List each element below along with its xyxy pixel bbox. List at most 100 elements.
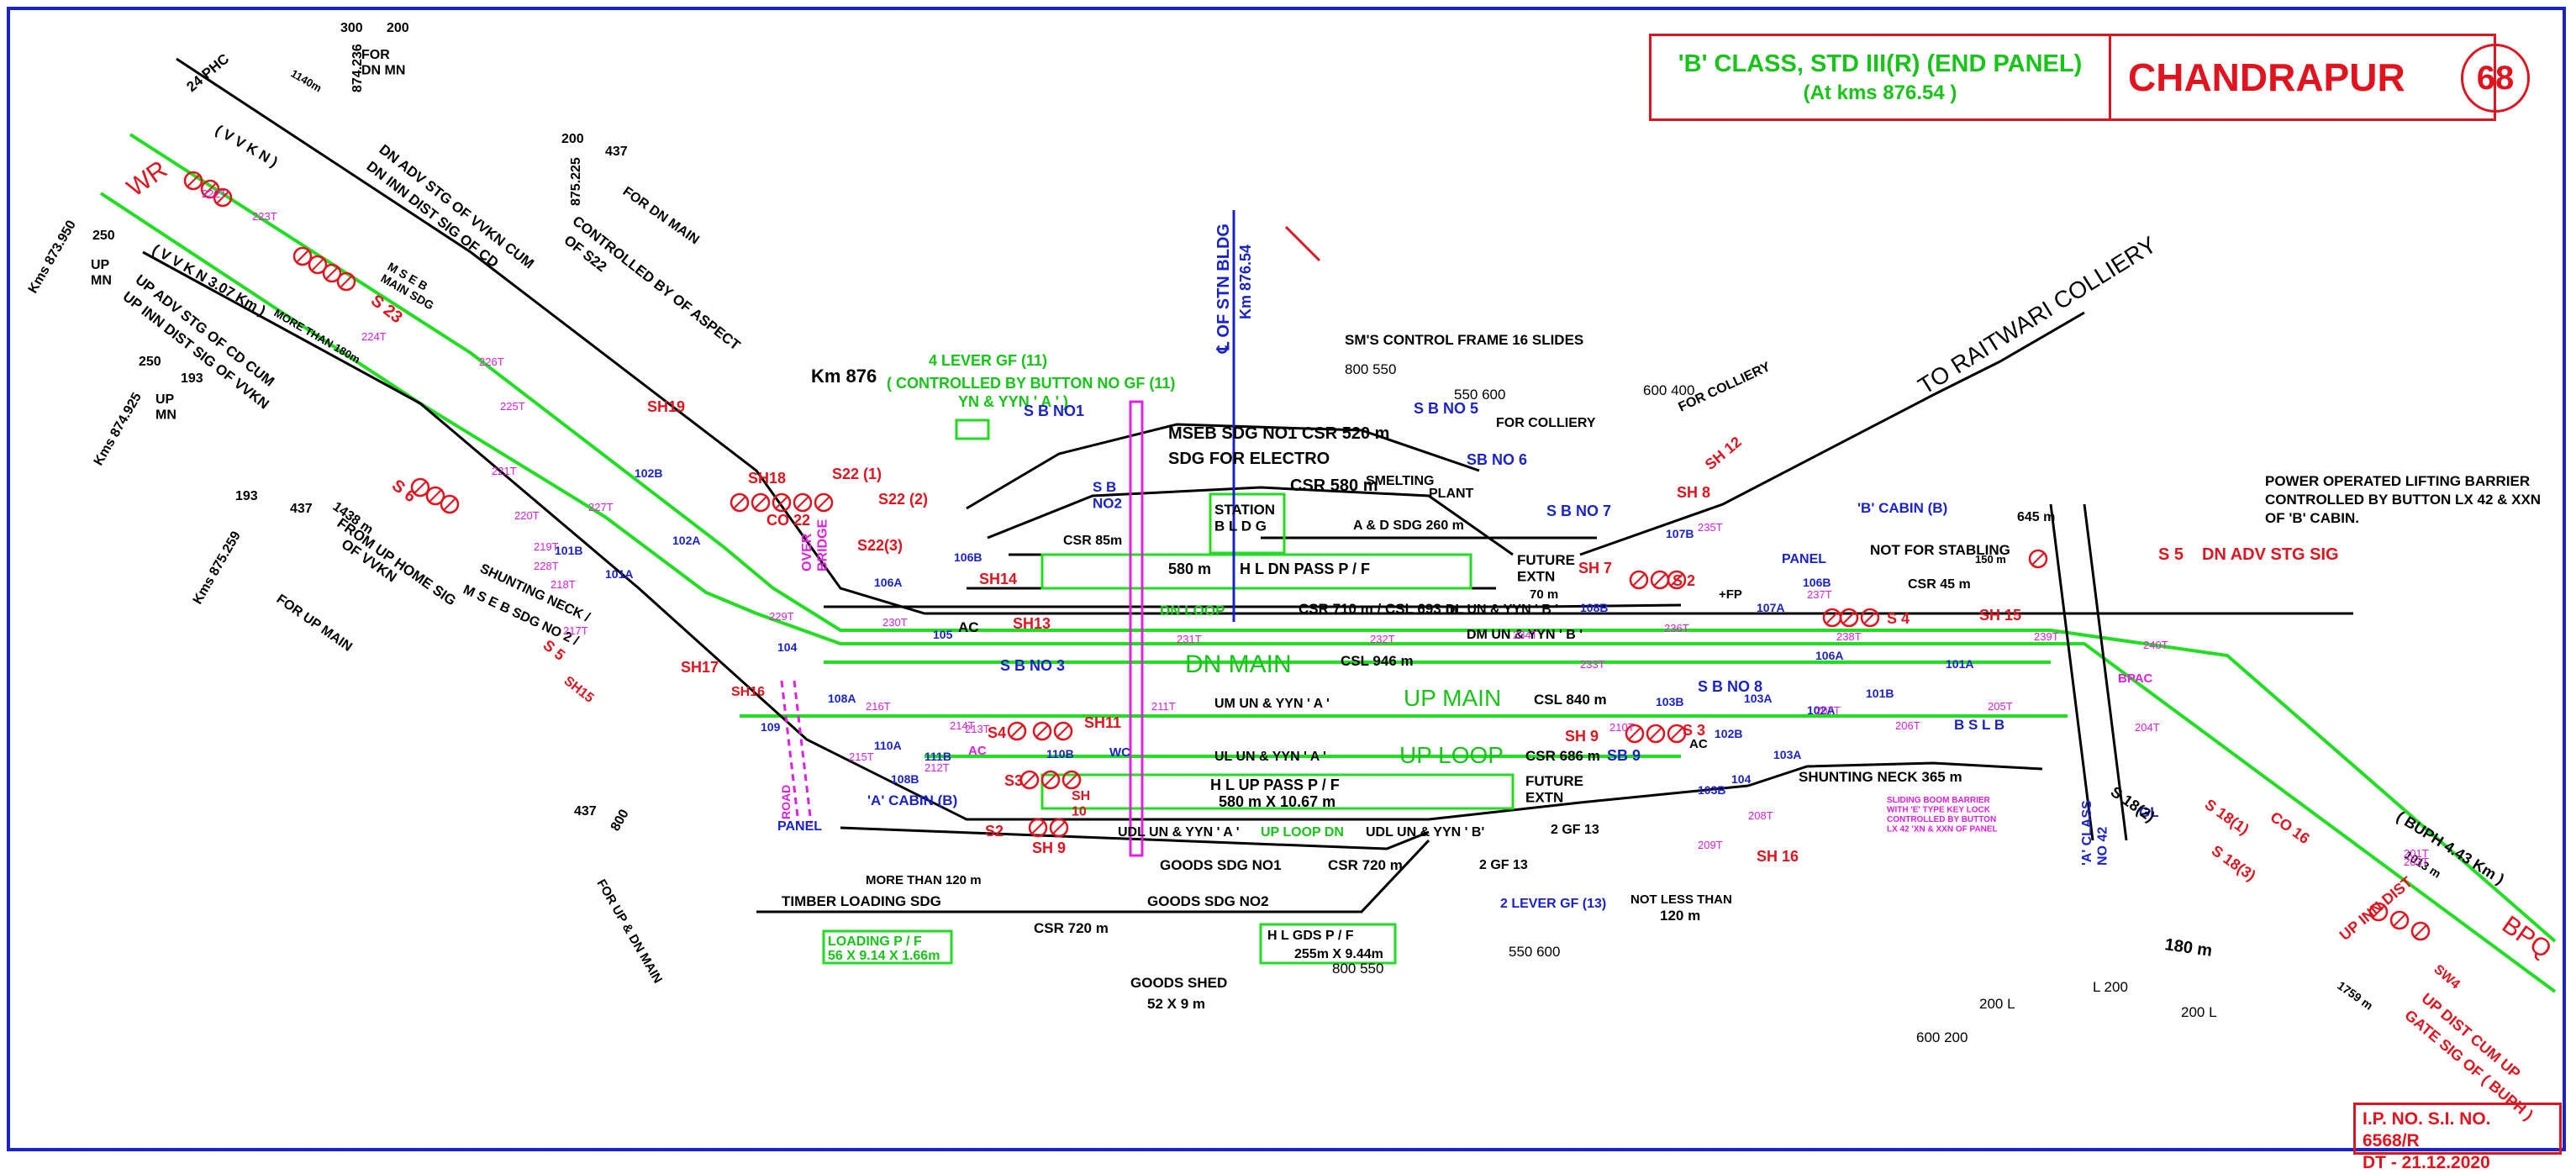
signal-head-icon: [1667, 724, 1687, 744]
signal-s22-1: S22 (1): [832, 466, 882, 482]
hl-dn-len-label: 580 m: [1168, 561, 1211, 577]
signal-head-icon: [1646, 724, 1666, 744]
signal-head-icon: [730, 492, 750, 513]
signal-sh17: SH17: [681, 659, 719, 676]
signal-head-icon: [440, 494, 460, 514]
north-arrow: [1284, 225, 1321, 262]
signal-s2: S2: [985, 823, 1004, 840]
sm-frame-label: SM'S CONTROL FRAME 16 SLIDES: [1345, 332, 1583, 348]
signal-s5r: S 5: [2158, 545, 2184, 564]
track-circuit-label: 220T: [514, 509, 540, 522]
point-number: 101A: [1946, 657, 1973, 671]
signal-head-slash: [733, 496, 746, 509]
dim-600-400: 600 400: [1643, 382, 1694, 398]
signal-head-slash: [1649, 727, 1662, 740]
station-name: CHANDRAPUR: [2128, 55, 2405, 99]
dim-800-550: 800 550: [1345, 361, 1396, 377]
d1140-label: 1140m: [289, 67, 324, 95]
track-circuit-label: 206T: [1895, 719, 1920, 732]
wc-label: WC: [1109, 745, 1130, 760]
from-up-home-label: FROM UP HOME SIG: [335, 515, 459, 609]
point-number: 108B: [1580, 601, 1608, 614]
signal-head-icon: [1019, 770, 1040, 790]
track-circuit-label: 221T: [492, 465, 517, 477]
signal-head-slash: [775, 496, 788, 509]
signal-head-icon: [772, 492, 792, 513]
signal-sh7: SH 7: [1578, 560, 1612, 576]
signal-sh15-l: SH15: [561, 674, 597, 706]
ac-label-2: AC: [968, 744, 987, 758]
d193b-label: 193: [235, 489, 258, 503]
signal-head-icon: [1049, 818, 1069, 838]
track-circuit-label: 240T: [2143, 639, 2168, 651]
gf13b-label: 2 GF 13: [1551, 823, 1599, 837]
lever-gf-label: 4 LEVER GF (11): [929, 352, 1047, 369]
signal-head-slash: [1670, 727, 1683, 740]
ip-date: DT - 21.12.2020: [2363, 1153, 2490, 1172]
dn-loop-label: DN LOOP: [1160, 603, 1225, 619]
point-number: 101B: [1866, 687, 1894, 700]
signal-head-icon: [1667, 570, 1687, 590]
signal-head-icon: [1040, 770, 1061, 790]
signal-head-slash: [1632, 573, 1646, 587]
for-dn-main-label: FOR DN MAIN: [620, 184, 702, 247]
point-number: 106B: [954, 550, 982, 564]
signal-co22: CO 22: [766, 512, 810, 529]
km-note: (At kms 876.54 ): [1803, 81, 1957, 104]
signal-head-slash: [325, 266, 339, 280]
signal-sh14: SH14: [979, 571, 1017, 587]
csl-840-label: CSL 840 m: [1534, 692, 1607, 708]
d1759-label: 1759 m: [2335, 978, 2375, 1012]
signal-head-slash: [754, 496, 767, 509]
sb-no5-label: S B NO 5: [1414, 400, 1478, 417]
more-120-label: MORE THAN 120 m: [866, 873, 982, 887]
km876-label: Km 876: [811, 366, 877, 387]
signal-head-icon: [336, 271, 356, 292]
d250-label: 250: [92, 229, 115, 243]
goods-sdg1-label: GOODS SDG NO1: [1160, 857, 1282, 873]
km874-236-label: 874.236: [350, 44, 365, 92]
point-number: 104: [1731, 772, 1752, 786]
road-1-label: ROAD: [779, 785, 793, 819]
panel-2-label: PANEL: [777, 819, 822, 834]
signal-cluster-group: [183, 171, 2431, 941]
signal-co16: CO 16: [2268, 808, 2313, 847]
track-circuit-label: 212T: [925, 761, 950, 774]
point-number: 101A: [605, 567, 633, 581]
track-circuit-label: 213T: [965, 723, 990, 735]
signal-head-slash: [817, 496, 830, 509]
up-loop-label: UP LOOP: [1399, 742, 1504, 768]
signal-sw4: SW4: [2431, 962, 2463, 992]
class-title: 'B' CLASS, STD III(R) (END PANEL): [1678, 50, 2083, 77]
vvkn-label: ( V V K N ): [213, 122, 281, 171]
csr-580-label: CSR 580 m: [1290, 476, 1378, 495]
track-mseb: [966, 423, 1480, 510]
sb-no1-label: S B NO1: [1024, 403, 1084, 419]
signal-sh16: SH 16: [1757, 848, 1799, 865]
track-black-shunting: [1747, 761, 2043, 787]
point-number: 104: [777, 640, 798, 654]
sb-no7-label: S B NO 7: [1546, 503, 1611, 519]
udl-un-a-label: UDL UN & YYN ' A ': [1118, 825, 1240, 840]
panel-1-label: PANEL: [1782, 552, 1826, 566]
km873-label: Kms 873.950: [26, 218, 79, 296]
smelting-label: SMELTING: [1366, 474, 1434, 488]
hl-up-pass-label: H L UP PASS P / F: [1210, 777, 1340, 793]
track-circuit-label: 227T: [588, 501, 614, 513]
loading-pf-box: [822, 929, 953, 965]
signal-head-slash: [2031, 552, 2045, 566]
lever-gf13-label: 2 LEVER GF (13): [1500, 897, 1606, 911]
a-class-label: 'A' CLASSNO 42: [2080, 800, 2110, 866]
d200b-label: 200: [561, 132, 584, 146]
track-black-left-lower: [142, 250, 1749, 821]
track-black-loop-dn: [824, 603, 1682, 608]
point-number: 106A: [1815, 649, 1843, 662]
plant-label: PLANT: [1429, 487, 1474, 501]
point-number: 105: [933, 628, 953, 641]
signal-head-icon: [1860, 608, 1880, 628]
signal-head-icon: [1629, 570, 1649, 590]
ip-footer: I.P. NO. S.I. NO. 6568/R DT - 21.12.2020: [2353, 1103, 2562, 1172]
d437c-label: 437: [574, 804, 597, 819]
signal-head-icon: [751, 492, 771, 513]
